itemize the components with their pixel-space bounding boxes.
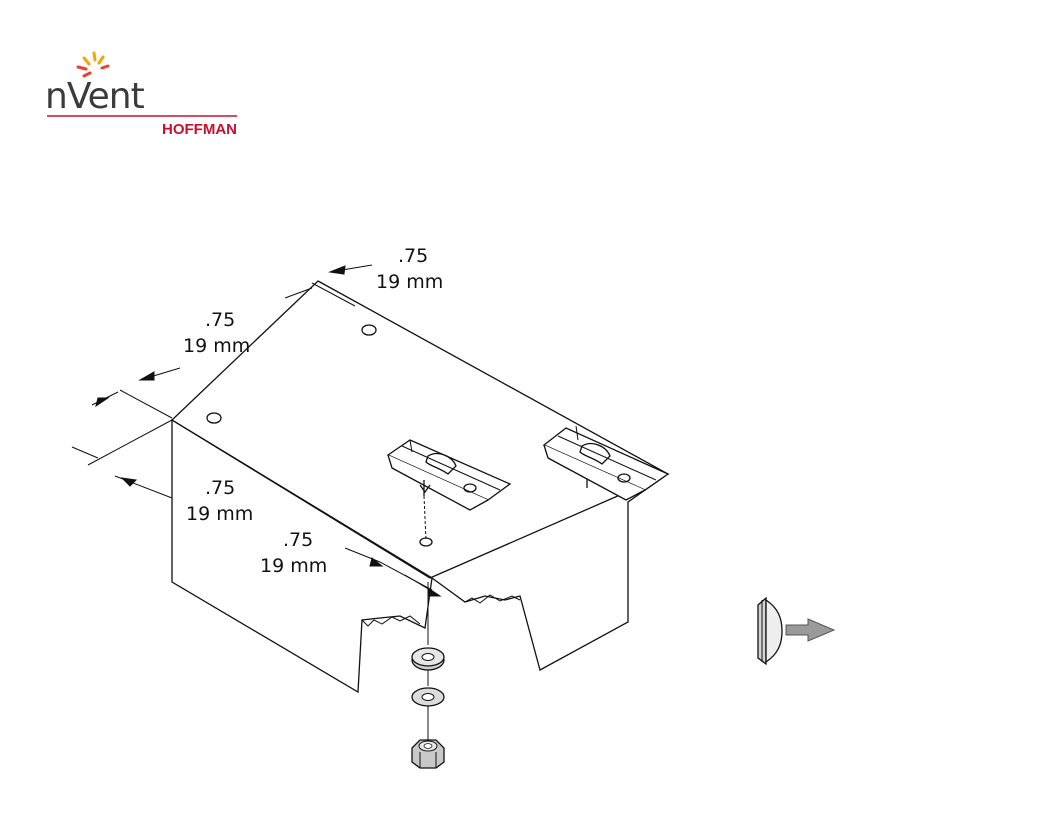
flat-washer-icon: [412, 688, 444, 706]
dim-left-bottom-unit: 19 mm: [186, 503, 253, 525]
enclosure-top-face: [172, 281, 668, 578]
dim-top-right-value: .75: [398, 245, 428, 267]
knockout-plug-icon: [758, 598, 782, 664]
dim-left-top-value: .75: [205, 309, 235, 331]
dim-bottom-center-value: .75: [283, 529, 313, 551]
hex-nut-icon: [412, 740, 444, 768]
direction-arrow-icon: [786, 619, 834, 641]
dim-left-bottom-value: .75: [205, 477, 235, 499]
logo-wordmark: nVent: [45, 76, 145, 117]
torn-edge: [362, 595, 520, 626]
logo-subbrand: HOFFMAN: [162, 121, 237, 138]
nvent-hoffman-logo: nVent HOFFMAN: [45, 53, 237, 138]
spark-icon: [78, 53, 108, 76]
dim-bottom-center-unit: 19 mm: [260, 555, 327, 577]
dim-top-right-unit: 19 mm: [376, 271, 443, 293]
dim-left-top-unit: 19 mm: [183, 335, 250, 357]
lock-washer-icon: [412, 648, 444, 670]
